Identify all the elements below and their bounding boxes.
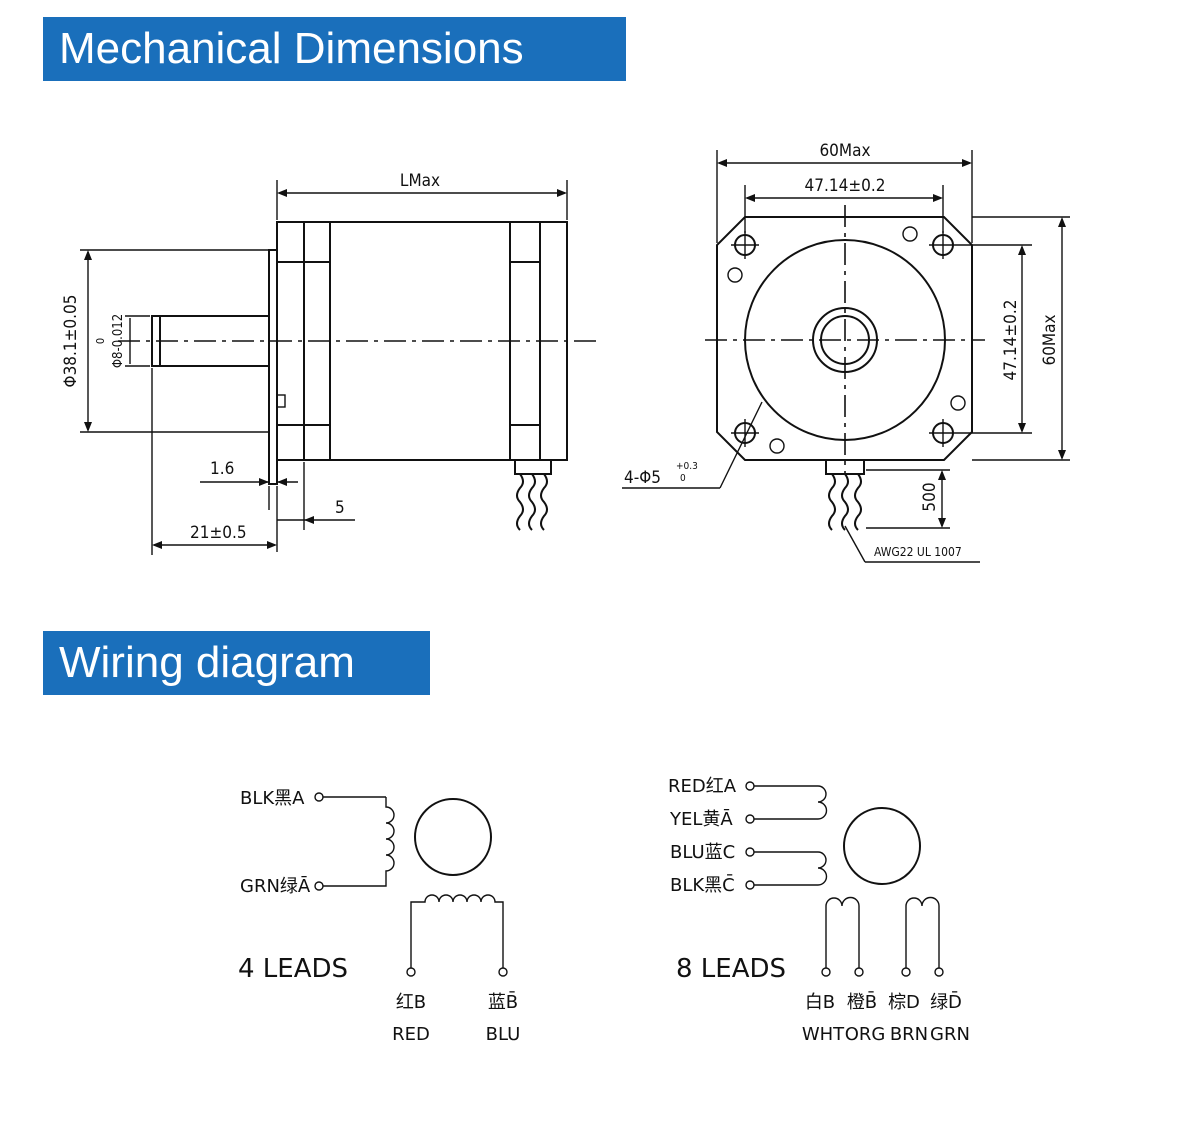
four-leads-red-cn: 红B — [396, 992, 426, 1013]
hole-spacing-horizontal-label: 47.14±0.2 — [805, 176, 886, 196]
eight-leads-cn-4: 绿D̄ — [930, 991, 962, 1013]
eight-leads-en-3: BRN — [890, 1024, 928, 1045]
motor-body — [276, 221, 568, 461]
four-leads-rotor — [414, 798, 492, 876]
four-leads-blu-label: BLU — [486, 1024, 521, 1045]
four-leads-coil-a — [323, 797, 395, 887]
eight-leads-label-3: BLU蓝C — [670, 842, 735, 863]
eight-leads-label-4: BLK黑C̄ — [670, 874, 735, 896]
eight-leads-label-1: RED红A — [668, 776, 737, 797]
eight-leads-rotor — [843, 807, 921, 885]
four-leads-left-bottom-label: GRN绿Ā — [240, 875, 311, 897]
wire-spec-label: AWG22 UL 1007 — [874, 545, 962, 559]
eight-leads-en-4: GRN — [930, 1024, 970, 1045]
wiring-diagram-heading: Wiring diagram — [43, 631, 430, 695]
front-view-drawing: 60Max 47.14±0.2 47.14±0.2 60Max 4-Φ5 +0.… — [622, 141, 1070, 563]
four-leads-diagram: BLK黑A GRN绿Ā 4 LEADS 红B RED 蓝B̄ BLU — [238, 788, 520, 1045]
shaft-length-label: 21±0.5 — [190, 523, 247, 543]
front-lead-wires — [825, 459, 865, 531]
side-view-drawing: LMax Φ38.1±0.05 Φ8-0.012 0 1.6 5 21±0.5 — [61, 171, 600, 555]
step-length-label: 5 — [335, 498, 345, 518]
four-leads-blu-cn: 蓝B̄ — [488, 991, 518, 1013]
eight-leads-en-1: WHT — [802, 1024, 845, 1045]
eight-leads-coil-d — [905, 896, 940, 968]
front-flange-outline — [716, 216, 973, 461]
eight-leads-coil-b — [825, 896, 860, 968]
lead-length-label: 500 — [920, 482, 940, 511]
shaft-diameter-tolerance: 0 — [94, 338, 107, 344]
shaft-diameter-label: Φ8-0.012 — [111, 314, 126, 368]
eight-leads-diagram: RED红A YEL黄Ā BLU蓝C BLK黑C̄ 8 LEADS 白B 橙B̄ … — [668, 776, 970, 1045]
mechanical-dimensions-heading: Mechanical Dimensions — [43, 17, 626, 81]
four-leads-left-top-label: BLK黑A — [240, 788, 305, 809]
side-lead-wires — [514, 459, 552, 531]
eight-leads-coil-a — [754, 785, 828, 820]
eight-leads-coil-c — [754, 851, 828, 886]
four-leads-coil-b — [410, 894, 504, 968]
holes-lower-tolerance: 0 — [680, 473, 686, 484]
hole-spacing-vertical-label: 47.14±0.2 — [1001, 300, 1021, 381]
eight-leads-label-2: YEL黄Ā — [669, 808, 733, 830]
mounting-holes — [727, 226, 966, 454]
eight-leads-cn-3: 棕D — [888, 992, 920, 1013]
motor-shaft — [151, 315, 270, 367]
length-dimension-label: LMax — [400, 171, 440, 191]
width-dimension-label: 60Max — [819, 141, 870, 161]
four-leads-title: 4 LEADS — [238, 954, 348, 984]
body-diameter-label: Φ38.1±0.05 — [61, 295, 81, 388]
eight-leads-cn-1: 白B — [805, 992, 835, 1013]
four-leads-red-label: RED — [392, 1024, 430, 1045]
mounting-holes-label: 4-Φ5 — [624, 468, 661, 488]
holes-upper-tolerance: +0.3 — [676, 461, 698, 472]
eight-leads-en-2: ORG — [845, 1024, 886, 1045]
eight-leads-title: 8 LEADS — [676, 954, 786, 984]
flange-plate — [268, 249, 278, 485]
eight-leads-cn-2: 橙B̄ — [847, 991, 877, 1013]
flange-thickness-label: 1.6 — [210, 459, 234, 479]
height-dimension-label: 60Max — [1040, 314, 1060, 365]
